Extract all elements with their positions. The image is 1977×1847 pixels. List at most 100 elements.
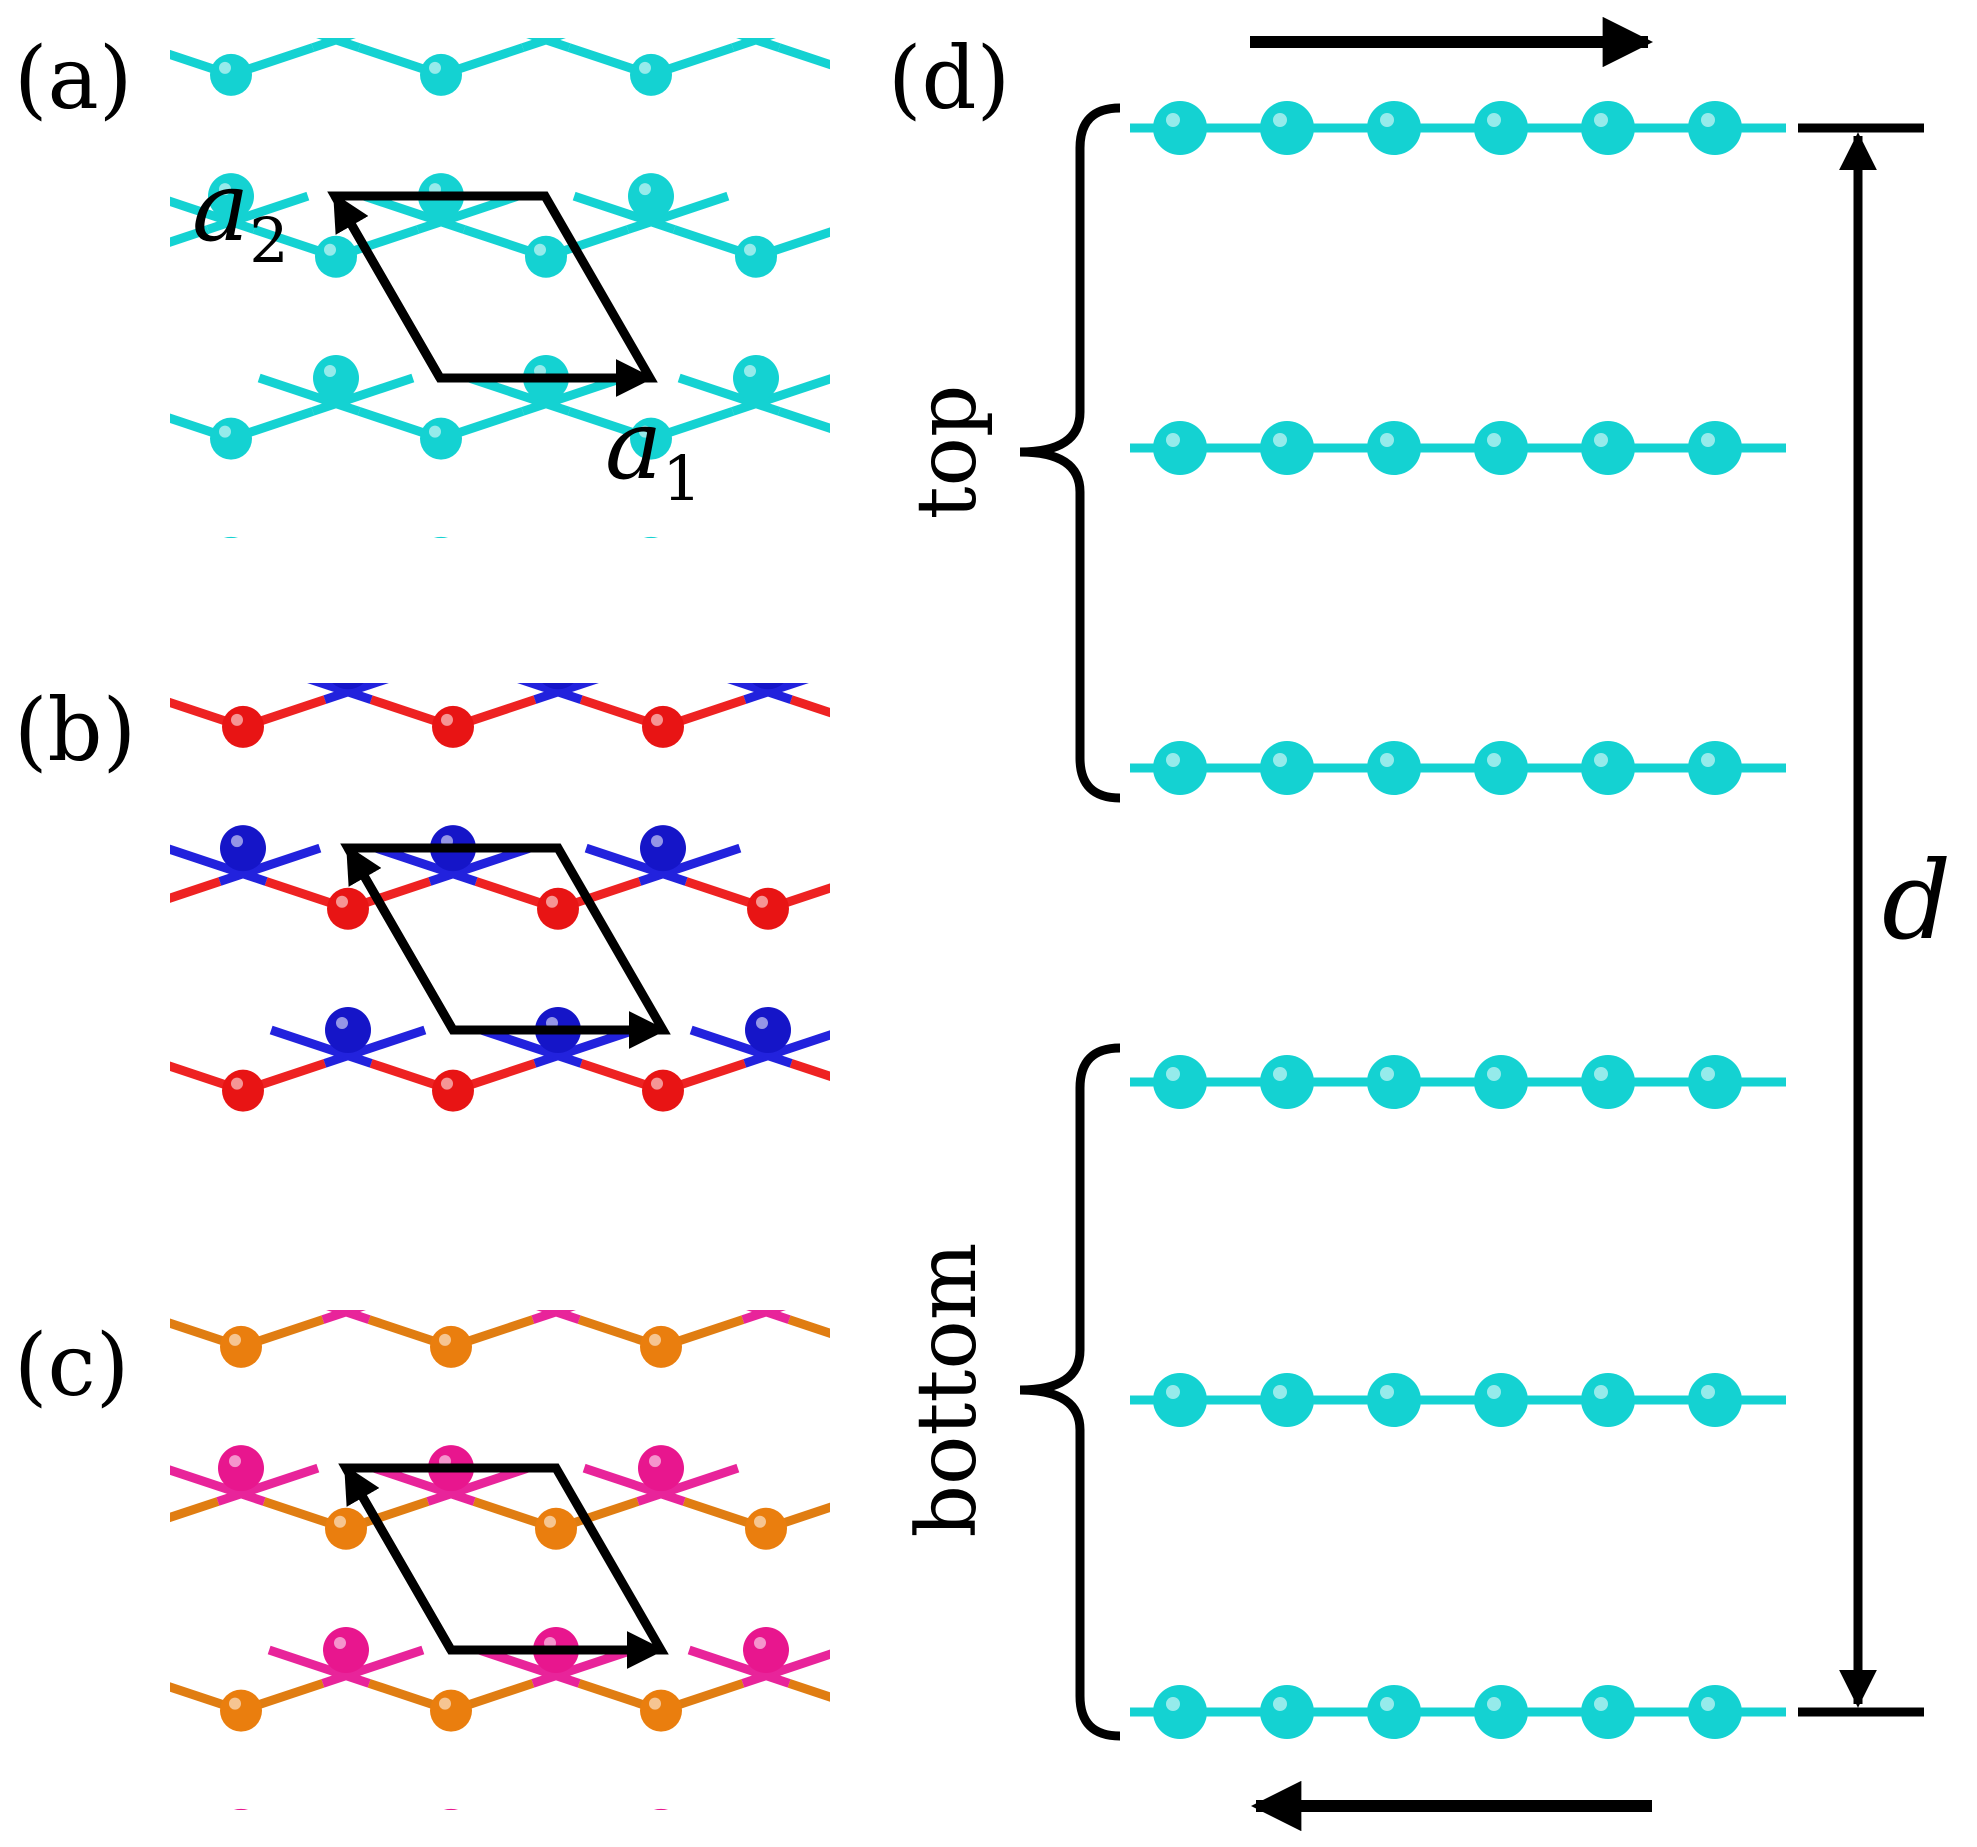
bond-segment [220, 484, 320, 517]
atom-highlight [754, 1273, 766, 1285]
atom-highlight [861, 1199, 873, 1211]
layer-atom [1260, 1373, 1314, 1427]
bond-segment [686, 154, 768, 181]
layer-atom [1688, 1373, 1742, 1427]
atom-sublattice-2 [432, 0, 474, 20]
atom-highlight [114, 244, 126, 256]
bond-segment [430, 1576, 530, 1609]
bond-segment [684, 774, 766, 801]
bond-segment [371, 336, 453, 363]
bond-segment [346, 1138, 428, 1165]
bond-segment [661, 592, 743, 619]
bond-segment [850, 1576, 950, 1609]
bond-segment [0, 560, 44, 593]
bond-segment [266, 154, 348, 181]
atom-highlight [756, 1017, 768, 1029]
bond-segment [741, 1310, 786, 1324]
bond-segment [159, 592, 241, 619]
layer-atom [1688, 1055, 1742, 1109]
atom-highlight [861, 1078, 873, 1090]
atom-sublattice-2 [535, 1507, 577, 1550]
bond-segment [745, 303, 845, 336]
layer-atom [1367, 101, 1421, 155]
bond-segment [691, 303, 791, 336]
bond-segment [376, 484, 476, 517]
atom-highlight [324, 607, 336, 619]
atom-highlight [859, 606, 871, 618]
atom-highlight [1594, 1385, 1608, 1399]
atom-sublattice-1 [745, 1371, 791, 1417]
bond-segment [451, 956, 533, 983]
atom-sublattice-1 [430, 1189, 476, 1235]
atom-highlight [1380, 1697, 1394, 1711]
atom-highlight [334, 1152, 346, 1164]
atomic-layer [1130, 741, 1786, 795]
atom-highlight [649, 1455, 661, 1468]
atom-highlight [231, 713, 243, 726]
bond-segment [768, 518, 850, 545]
bond-segment [0, 1576, 56, 1609]
atom-highlight [859, 1334, 871, 1346]
atom-sublattice-2 [852, 1433, 894, 1475]
panel-b-lattice-top-view: (b) [0, 0, 950, 1780]
bond-segment [584, 843, 688, 886]
atom-sublattice-1 [838, 173, 884, 219]
atomic-layer [1130, 1055, 1786, 1109]
panel-b-atoms-and-bonds [0, 0, 950, 1780]
bond-segment [56, 1245, 138, 1272]
atom-highlight [649, 1697, 661, 1710]
atom-sublattice-1 [220, 98, 266, 144]
atom-sublattice-1 [233, 1808, 249, 1810]
atom-highlight [849, 789, 861, 801]
layer-atom [1153, 1373, 1207, 1427]
atom-sublattice-2 [852, 706, 894, 748]
atom-sublattice-1 [325, 1734, 371, 1780]
atom-sublattice-2 [210, 53, 252, 96]
atom-highlight [336, 168, 348, 180]
bond-segment [582, 1463, 686, 1506]
bond-segment [746, 1310, 791, 1324]
atom-highlight [1487, 1067, 1501, 1081]
atom-sublattice-1 [220, 825, 266, 872]
panel-a-label: (a) [14, 29, 132, 129]
bond-segment [850, 848, 950, 881]
atom-highlight [859, 970, 871, 982]
atom-highlight [126, 1259, 138, 1271]
atom-highlight [639, 183, 651, 196]
atom-highlight [324, 365, 336, 377]
atom-highlight [124, 788, 136, 800]
bond-segment [138, 1245, 220, 1272]
atom-highlight [439, 1697, 451, 1710]
bond-segment [674, 593, 756, 620]
atom-highlight [1701, 1067, 1715, 1081]
atom-highlight [544, 788, 556, 800]
bond-segment [756, 593, 838, 620]
atom-sublattice-2 [850, 1690, 892, 1732]
bond-segment [943, 1105, 1043, 1138]
layer-atom [1581, 741, 1635, 795]
layer-atom [1153, 101, 1207, 155]
atom-sublattice-1 [443, 1808, 459, 1810]
atom-highlight [649, 606, 661, 618]
atom-sublattice-1 [218, 1445, 264, 1492]
bond-segment [136, 774, 218, 801]
atom-highlight [439, 1333, 451, 1346]
atom-highlight [546, 168, 558, 180]
atom-sublattice-1 [745, 1007, 791, 1053]
layer-atom [1367, 421, 1421, 475]
bond-segment [789, 695, 830, 718]
atom-sublattice-1 [733, 1082, 779, 1128]
bond-segment [271, 303, 371, 336]
bonds [0, 38, 1043, 1138]
atom-highlight [1166, 113, 1180, 127]
atom-highlight [441, 1199, 453, 1211]
bond-segment [0, 924, 44, 957]
atom-highlight [756, 1744, 768, 1756]
atom-highlight [651, 1077, 663, 1090]
atom-highlight [534, 607, 546, 619]
bond-segment [266, 518, 348, 545]
bond-segment [479, 1025, 583, 1068]
bond-segment [733, 1105, 833, 1138]
bond-segment [59, 1650, 159, 1683]
atom-highlight [441, 1077, 453, 1090]
